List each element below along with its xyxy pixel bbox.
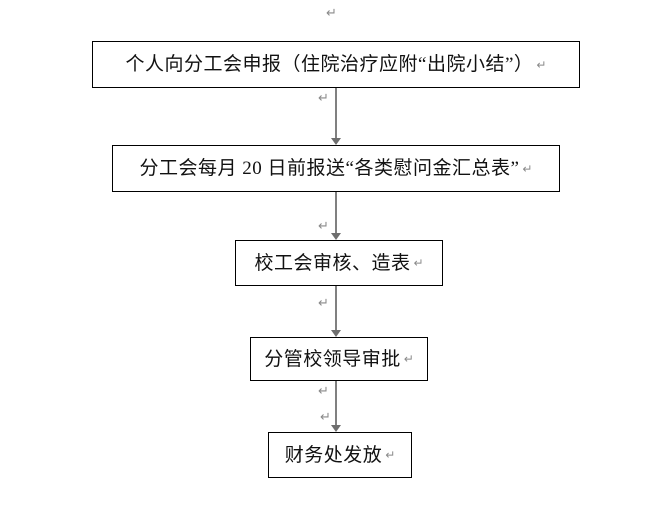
connector-line xyxy=(335,88,337,139)
flowchart-connector-1 xyxy=(329,88,343,145)
flowchart-node-label: 分工会每月 20 日前报送“各类慰问金汇总表” xyxy=(139,158,520,179)
connector-line xyxy=(335,192,337,234)
paragraph-mark-icon: ↵ xyxy=(318,383,329,398)
arrow-down-icon xyxy=(331,425,341,432)
flowchart-connector-2 xyxy=(329,192,343,240)
arrow-down-icon xyxy=(331,233,341,240)
flowchart-node-label: 校工会审核、造表 xyxy=(254,252,411,274)
paragraph-mark-icon: ↵ xyxy=(522,161,533,176)
paragraph-mark-icon: ↵ xyxy=(318,90,329,105)
flowchart-connector-4 xyxy=(329,381,343,432)
paragraph-mark-icon: ↵ xyxy=(318,295,329,310)
flowchart-node-label: 财务处发放 xyxy=(284,444,383,466)
flowchart-node-label: 分管校领导审批 xyxy=(264,348,401,370)
flowchart-node-leader-approval[interactable]: 分管校领导审批↵ xyxy=(250,337,428,381)
flowchart-node-monthly-report[interactable]: 分工会每月 20 日前报送“各类慰问金汇总表”↵ xyxy=(112,145,560,192)
flowchart-connector-3 xyxy=(329,286,343,337)
paragraph-mark-icon: ↵ xyxy=(413,256,424,270)
paragraph-mark-icon: ↵ xyxy=(320,409,331,424)
flowchart-node-finance-disbursement[interactable]: 财务处发放↵ xyxy=(268,432,412,478)
connector-line xyxy=(335,286,337,331)
paragraph-mark-icon: ↵ xyxy=(385,448,396,462)
paragraph-mark-icon: ↵ xyxy=(326,5,337,20)
flowchart-node-application[interactable]: 个人向分工会申报（住院治疗应附“出院小结”）↵ xyxy=(92,41,580,88)
paragraph-mark-icon: ↵ xyxy=(403,352,414,366)
paragraph-mark-icon: ↵ xyxy=(536,57,547,72)
flowchart-node-union-review[interactable]: 校工会审核、造表↵ xyxy=(235,240,443,286)
arrow-down-icon xyxy=(331,330,341,337)
arrow-down-icon xyxy=(331,138,341,145)
paragraph-mark-icon: ↵ xyxy=(318,218,329,233)
connector-line xyxy=(335,381,337,426)
flowchart-node-label: 个人向分工会申报（住院治疗应附“出院小结”） xyxy=(125,54,534,75)
